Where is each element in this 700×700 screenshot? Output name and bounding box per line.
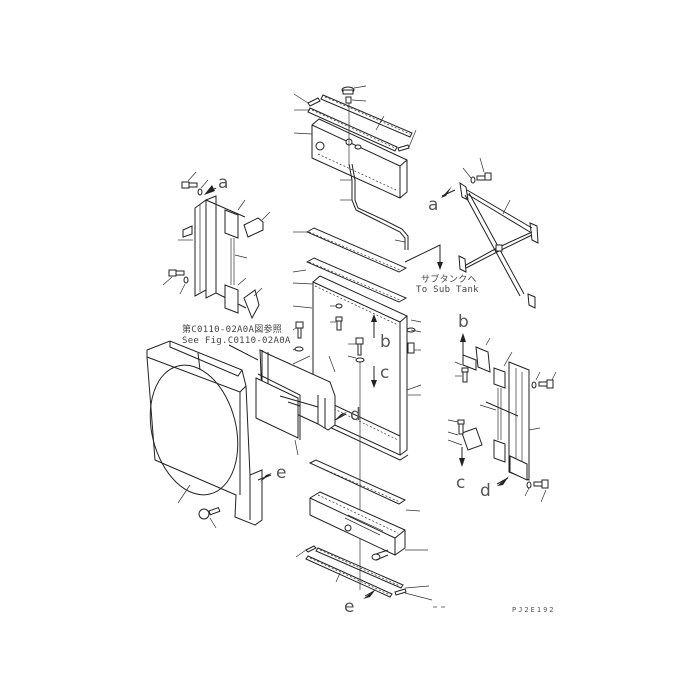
upper-gasket-strip (320, 94, 413, 138)
upper-gasket-strip-2 (307, 107, 398, 152)
oil-cooler-group: d (255, 349, 361, 456)
small-gasket-left (307, 97, 321, 107)
arrow-right-icon (260, 473, 272, 482)
right-side-support (508, 361, 530, 481)
fan-shroud-group: e (146, 340, 286, 529)
bolt-icon (335, 316, 343, 331)
ref-letter-b-right: b (458, 312, 469, 332)
bolt-icon (407, 342, 415, 354)
sub-tank-note-jp: サブタンクへ (421, 273, 477, 285)
arrow-left-icon (497, 476, 509, 486)
fan-shroud (146, 340, 263, 526)
arrow-right-icon (363, 589, 376, 599)
see-fig-note-jp: 第C0110-02A0A図参照 (182, 323, 282, 335)
sub-tank-note-en: To Sub Tank (416, 285, 479, 295)
arrow-down-icon (459, 458, 465, 467)
ref-letter-c-right: c (456, 473, 465, 493)
right-side-support-group: b c d (447, 312, 557, 503)
ref-letter-c: c (380, 363, 389, 383)
lower-tank-strip (315, 547, 404, 589)
see-figure-note: 第C0110-02A0A図参照 See Fig.C0110-02A0A (182, 323, 291, 361)
ref-letter-e-shroud: e (276, 463, 286, 483)
ref-letter-a-left: a (218, 173, 228, 193)
lower-tank (309, 491, 406, 556)
sub-tank-note: サブタンクへ To Sub Tank (404, 244, 479, 295)
ref-letter-a-right: a (428, 195, 438, 215)
ref-letter-d-right: d (480, 481, 491, 501)
arrow-up-icon (371, 314, 377, 322)
ref-letter-d-center: d (350, 405, 361, 425)
filler-neck (345, 96, 352, 104)
x-brace-group: a (428, 157, 539, 309)
upper-core-gasket (305, 227, 408, 273)
ref-letter-e-bottom: e (344, 597, 354, 617)
upper-tank (311, 118, 408, 199)
lower-core-gasket (308, 459, 407, 505)
bolt-icon (526, 479, 549, 489)
upper-tank-group (293, 85, 417, 250)
bolt-icon (295, 321, 304, 339)
bolt-icon (470, 172, 492, 184)
see-fig-note-en: See Fig.C0110-02A0A (182, 336, 291, 346)
arrow-up-icon (460, 333, 466, 342)
bolt-icon (531, 379, 554, 389)
lower-tank-group: e (295, 459, 445, 617)
oil-cooler-core (255, 377, 299, 439)
ref-letter-b: b (380, 332, 391, 352)
bolt-icon (198, 506, 221, 520)
arrow-down-icon (371, 380, 377, 388)
bolt-icon (457, 419, 465, 435)
bolt-icon (181, 181, 198, 189)
arrow-left-icon (204, 185, 215, 195)
bolt-icon (461, 367, 469, 383)
lower-tank-strip-2 (305, 555, 393, 598)
bolt-icon (168, 269, 185, 277)
arrow-left-icon (441, 186, 452, 198)
arrow-right-icon (334, 412, 347, 421)
left-side-support-group: a (162, 171, 271, 320)
drawing-code: PJ2E192 (512, 606, 556, 614)
left-side-support (205, 195, 217, 299)
arrow-down-icon (437, 262, 443, 270)
bolt-icon (355, 337, 364, 356)
core-top-plate (305, 257, 408, 303)
